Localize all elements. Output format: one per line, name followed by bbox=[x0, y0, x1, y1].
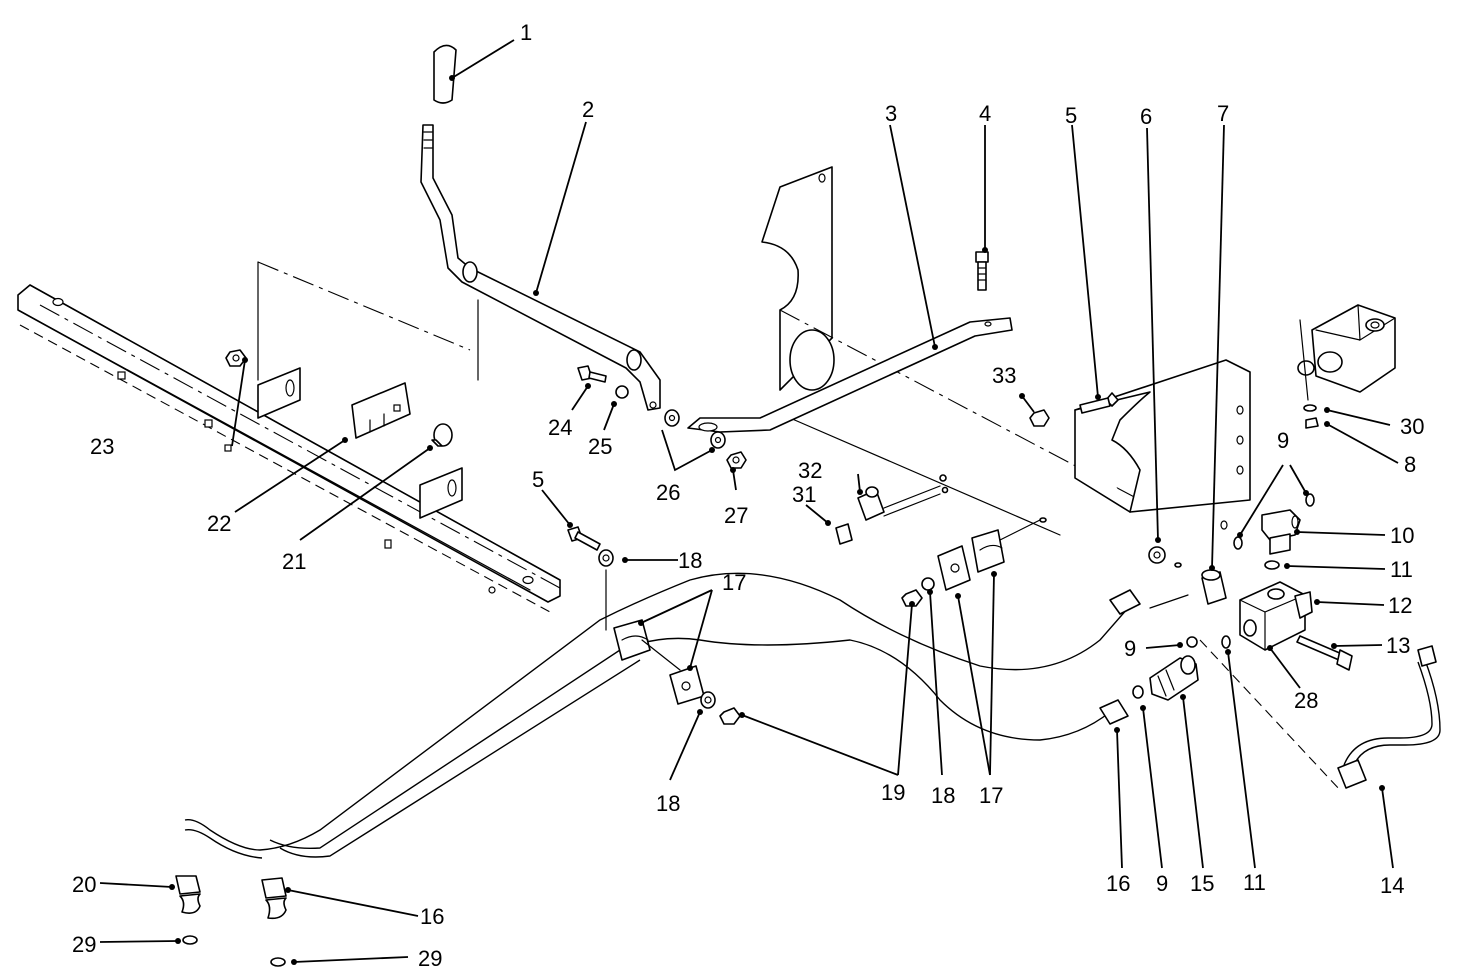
part-18-washers bbox=[598, 549, 935, 709]
part-10-fitting bbox=[1261, 509, 1301, 555]
part-17-clamps bbox=[613, 529, 1005, 705]
callout-20: 20 bbox=[72, 872, 96, 897]
misc-small-parts bbox=[605, 474, 1341, 791]
callout-16-right: 16 bbox=[1106, 871, 1130, 896]
callout-18-bottom: 18 bbox=[656, 791, 680, 816]
callout-18-top: 18 bbox=[678, 548, 702, 573]
callout-17-left: 17 bbox=[722, 570, 746, 595]
part-11-oring bbox=[1221, 560, 1280, 649]
callout-29-right: 29 bbox=[418, 946, 442, 971]
callout-3: 3 bbox=[885, 101, 897, 126]
part-21-pin bbox=[431, 423, 453, 447]
part-30-washer bbox=[1303, 404, 1317, 412]
part-22-plate bbox=[351, 382, 411, 439]
callout-13: 13 bbox=[1386, 633, 1410, 658]
mount-plate bbox=[761, 166, 1141, 536]
part-33-nut bbox=[1029, 409, 1050, 427]
part-15-fitting bbox=[1149, 655, 1199, 701]
callout-5-lower: 5 bbox=[532, 467, 544, 492]
callout-32: 32 bbox=[798, 458, 822, 483]
callout-9-mid: 9 bbox=[1124, 636, 1136, 661]
part-20-fitting bbox=[175, 875, 201, 914]
part-19-nuts bbox=[719, 589, 923, 725]
part-9-orings bbox=[1132, 636, 1198, 699]
callout-1: 1 bbox=[520, 20, 532, 45]
callout-16-left: 16 bbox=[420, 904, 444, 929]
part-7-spacer bbox=[1201, 569, 1227, 605]
callout-11-bottom: 11 bbox=[1243, 870, 1266, 895]
callout-24: 24 bbox=[548, 415, 572, 440]
callout-25: 25 bbox=[588, 434, 612, 459]
callout-15: 15 bbox=[1190, 871, 1214, 896]
leader-lines bbox=[99, 39, 1399, 965]
valve bbox=[1297, 304, 1396, 401]
callout-30: 30 bbox=[1400, 414, 1424, 439]
callout-9-top: 9 bbox=[1277, 428, 1289, 453]
callout-2: 2 bbox=[582, 97, 594, 122]
part-31-plug bbox=[835, 523, 853, 545]
part-16-fitting-left bbox=[261, 877, 287, 920]
part-8-nut bbox=[1305, 417, 1319, 429]
part-26-washers bbox=[664, 409, 726, 449]
frame-rail bbox=[17, 284, 561, 613]
callout-19: 19 bbox=[881, 780, 905, 805]
callout-22: 22 bbox=[207, 511, 231, 536]
part-28-block bbox=[1239, 581, 1313, 651]
callout-27: 27 bbox=[724, 503, 748, 528]
part-29-oring bbox=[182, 935, 286, 967]
callout-18-mid: 18 bbox=[931, 783, 955, 808]
part-3-rod bbox=[687, 317, 1013, 433]
callout-11-right: 11 bbox=[1390, 557, 1413, 582]
part-9-oring-top bbox=[1233, 493, 1315, 550]
callout-12: 12 bbox=[1388, 593, 1412, 618]
callout-28: 28 bbox=[1294, 688, 1318, 713]
part-24-bolt bbox=[577, 365, 607, 383]
callout-23: 23 bbox=[90, 434, 114, 459]
callout-21: 21 bbox=[282, 549, 306, 574]
callout-6: 6 bbox=[1140, 104, 1152, 129]
callout-labels: 1 2 3 4 5 6 7 33 30 8 9 10 11 12 13 28 9… bbox=[72, 20, 1424, 971]
part-5-bolt-lower bbox=[567, 526, 601, 551]
rail-brackets bbox=[257, 261, 479, 519]
part-5-bolt-upper bbox=[1079, 392, 1119, 414]
part-25-spacer bbox=[615, 385, 629, 399]
callout-10: 10 bbox=[1390, 523, 1414, 548]
part-13-bolt bbox=[1296, 635, 1353, 671]
callout-9-bottom: 9 bbox=[1156, 871, 1168, 896]
part-23-nut bbox=[225, 349, 247, 367]
part-1-knob bbox=[433, 44, 457, 104]
callout-26: 26 bbox=[656, 480, 680, 505]
callout-33: 33 bbox=[992, 363, 1016, 388]
right-plate bbox=[1074, 359, 1251, 530]
callout-29-left: 29 bbox=[72, 932, 96, 957]
callout-17-right: 17 bbox=[979, 783, 1003, 808]
callout-5-upper: 5 bbox=[1065, 103, 1077, 128]
part-2-lever bbox=[420, 124, 661, 411]
callout-14: 14 bbox=[1380, 873, 1404, 898]
part-6-washer bbox=[1148, 546, 1166, 564]
part-14-tube bbox=[1337, 645, 1441, 789]
callout-7: 7 bbox=[1217, 101, 1229, 126]
part-32-fitting bbox=[857, 485, 941, 521]
part-27-nut bbox=[726, 451, 747, 469]
part-4-bolt bbox=[975, 251, 989, 291]
callout-31: 31 bbox=[792, 482, 816, 507]
part-16-fitting-right bbox=[1099, 589, 1141, 725]
callout-4: 4 bbox=[979, 101, 991, 126]
callout-8: 8 bbox=[1404, 452, 1416, 477]
